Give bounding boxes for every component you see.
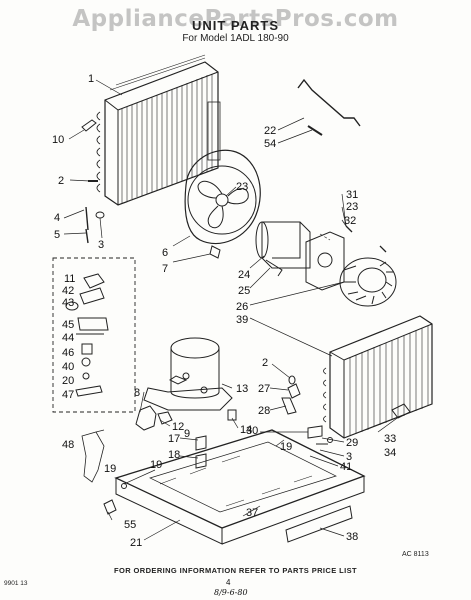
callout-34: 34: [384, 447, 396, 459]
callout-55: 55: [124, 519, 136, 531]
callout-39: 39: [236, 314, 248, 326]
callout-32: 32: [344, 215, 356, 227]
drawing-code: AC 8113: [402, 551, 429, 558]
callout-2-right: 2: [262, 357, 268, 369]
callout-18: 18: [168, 449, 180, 461]
callout-5: 5: [54, 229, 60, 241]
callout-2: 2: [58, 175, 64, 187]
callout-54: 54: [264, 138, 276, 150]
callout-42: 42: [62, 285, 74, 297]
callout-41: 41: [340, 461, 352, 473]
callout-44: 44: [62, 332, 74, 344]
callout-8: 8: [134, 387, 140, 399]
callout-7: 7: [162, 263, 168, 275]
diagram-subtitle: For Model 1ADL 180-90: [182, 33, 289, 44]
callout-19-base: 19: [104, 463, 116, 475]
condenser-fan: [184, 149, 261, 259]
callout-26: 26: [236, 301, 248, 313]
callout-30: 30: [246, 425, 258, 437]
electrical-components: [65, 273, 109, 397]
date-code: 8/9-6-80: [214, 588, 248, 597]
callout-27: 27: [258, 383, 270, 395]
callout-37: 37: [246, 507, 258, 519]
evaporator-coil: [323, 315, 433, 439]
callout-33: 33: [384, 433, 396, 445]
callout-38: 38: [346, 531, 358, 543]
callout-28: 28: [258, 405, 270, 417]
callout-29: 29: [346, 437, 358, 449]
callout-9: 9: [184, 428, 190, 440]
callout-46: 46: [62, 347, 74, 359]
callout-1: 1: [88, 73, 94, 85]
callout-3: 3: [98, 239, 104, 251]
callout-3-right: 3: [346, 451, 352, 463]
callout-45: 45: [62, 319, 74, 331]
callout-23-fan: 23: [236, 181, 248, 193]
callout-10: 10: [52, 134, 64, 146]
callout-19-right: 19: [280, 441, 292, 453]
ordering-footer: FOR ORDERING INFORMATION REFER TO PARTS …: [114, 566, 357, 575]
callout-22: 22: [264, 125, 276, 137]
callout-43: 43: [62, 297, 74, 309]
callout-21: 21: [130, 537, 142, 549]
callout-40: 40: [62, 361, 74, 373]
callout-4: 4: [54, 212, 60, 224]
callout-6: 6: [162, 247, 168, 259]
callout-20: 20: [62, 375, 74, 387]
page-number: 4: [226, 578, 231, 587]
callout-24: 24: [238, 269, 250, 281]
callout-13: 13: [236, 383, 248, 395]
callout-12: 12: [172, 421, 184, 433]
callout-31: 31: [346, 189, 358, 201]
blower-motor: [255, 221, 345, 291]
callout-47: 47: [62, 389, 74, 401]
watermark: AppliancePartsPros.com: [72, 6, 399, 32]
callout-19-left: 19: [150, 459, 162, 471]
callout-25: 25: [238, 285, 250, 297]
diagram-title: UNIT PARTS: [191, 18, 280, 33]
left-code: 9901 13: [4, 580, 28, 587]
callout-14: 14: [240, 424, 252, 436]
callout-23-motor: 23: [346, 201, 358, 213]
callout-17: 17: [168, 433, 180, 445]
callout-11: 11: [64, 273, 75, 285]
blower-wheel: [339, 257, 397, 307]
compressor: [143, 337, 233, 411]
base-pan: [114, 429, 366, 545]
condenser-coil: [96, 54, 221, 206]
callout-numbers: 1 10 2 4 5 3 6 7 11 42 43 45 44 46 40 20…: [52, 73, 396, 549]
part-10-clip: [81, 119, 97, 132]
callout-48: 48: [62, 439, 74, 451]
